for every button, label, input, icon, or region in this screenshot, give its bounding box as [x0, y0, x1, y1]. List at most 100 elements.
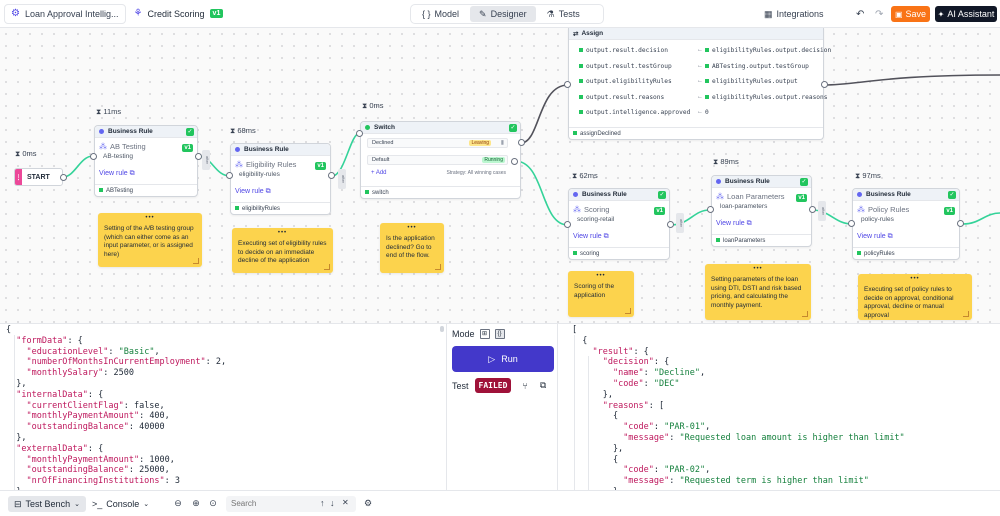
- ab-note[interactable]: Setting of the A/B testing group (which …: [98, 213, 202, 267]
- zoom-out-icon[interactable]: ⊖: [174, 498, 182, 508]
- switch-case-declined[interactable]: Declined Leaving ▮: [367, 138, 508, 148]
- switch-node-header: Switch: [361, 122, 520, 134]
- loan-input-port[interactable]: [707, 206, 714, 213]
- scoring-output-port[interactable]: [667, 221, 674, 228]
- policy-note[interactable]: Executing set of policy rules to decide …: [858, 274, 972, 320]
- table-mode-icon[interactable]: ⊞: [479, 329, 490, 339]
- scrollbar[interactable]: [440, 326, 444, 332]
- start-output-port[interactable]: [60, 174, 67, 181]
- zoom-reset-icon[interactable]: ⊙: [209, 498, 217, 508]
- output-json-code[interactable]: [ { "result": { "decision": { "name": "D…: [572, 325, 905, 490]
- scoring-input-port[interactable]: [564, 221, 571, 228]
- console-button[interactable]: >_ Console ⌄: [86, 496, 155, 512]
- policy-input-port[interactable]: [848, 220, 855, 227]
- close-icon[interactable]: ✕: [342, 498, 349, 507]
- switch-timer: ⧗ 0ms: [362, 101, 384, 111]
- policy-view-rule-link[interactable]: View rule ⧉: [857, 233, 893, 241]
- start-node[interactable]: ⋮ START: [14, 168, 63, 186]
- loan-note[interactable]: Setting parameters of the loan using DTI…: [705, 264, 811, 320]
- assign-node[interactable]: ⇄Assign output.result.decision ← eligibi…: [568, 28, 831, 140]
- fx-connector-icon[interactable]: after: [338, 169, 346, 189]
- loan-output-port[interactable]: [809, 206, 816, 213]
- scoring-node[interactable]: Business Rule ✓ ⁂Scoring scoring-retail …: [568, 188, 670, 260]
- switch-note[interactable]: Is the application declined? Go to end o…: [380, 223, 444, 273]
- elig-output-port[interactable]: [328, 172, 335, 179]
- eligibility-node[interactable]: Business Rule ⁂Eligibility Rules eligibi…: [230, 143, 331, 215]
- assign-input-port[interactable]: [564, 81, 571, 88]
- check-icon[interactable]: ✓: [658, 191, 666, 199]
- trash-icon[interactable]: ▮: [500, 140, 504, 146]
- project-breadcrumb[interactable]: ⚙ Loan Approval Intellig...: [4, 3, 126, 24]
- rule-dot-icon: [99, 129, 104, 134]
- scoring-sub: scoring-retail: [577, 216, 615, 223]
- check-icon[interactable]: ✓: [186, 128, 194, 136]
- loan-view-rule-link[interactable]: View rule ⧉: [716, 220, 752, 228]
- tab-tests[interactable]: ⚗ Tests: [538, 6, 589, 22]
- arrow-up-icon[interactable]: ↑: [320, 498, 325, 508]
- edge-scoring-loan: [669, 209, 711, 226]
- ab-timer: ⧗ 11ms: [96, 107, 121, 117]
- test-bench-button[interactable]: ⊟ Test Bench ⌄: [8, 496, 86, 512]
- settings-icon[interactable]: ⚙: [363, 498, 373, 508]
- arrow-down-icon[interactable]: ↓: [330, 498, 335, 508]
- loan-parameters-node[interactable]: Business Rule ✓ ⁂Loan Parameters loan-pa…: [711, 175, 812, 247]
- json-mode-icon[interactable]: {}: [494, 329, 505, 339]
- fx-connector-icon[interactable]: after: [676, 213, 684, 233]
- open-external-icon[interactable]: ⧉: [539, 380, 547, 390]
- assign-output-port[interactable]: [821, 81, 828, 88]
- elig-input-port[interactable]: [226, 172, 233, 179]
- bottom-toolbar: ⊟ Test Bench ⌄ >_ Console ⌄ ⊖ ⊕ ⊙ ↑ ↓ ✕ …: [0, 490, 1000, 516]
- scoring-view-rule-link[interactable]: View rule ⧉: [573, 233, 609, 241]
- elig-view-rule-link[interactable]: View rule ⧉: [235, 188, 271, 196]
- fx-connector-icon[interactable]: after: [202, 150, 210, 170]
- input-json-editor[interactable]: { "formData": { "educationLevel": "Basic…: [0, 323, 446, 490]
- switch-input-port[interactable]: [356, 130, 363, 137]
- check-icon[interactable]: ✓: [800, 178, 808, 186]
- output-json-line: "code": "PAR-02",: [623, 465, 711, 476]
- search-input[interactable]: [231, 499, 311, 508]
- output-json-viewer[interactable]: [ { "result": { "decision": { "name": "D…: [558, 323, 1000, 490]
- policy-output-port[interactable]: [957, 220, 964, 227]
- policy-rules-node[interactable]: Business Rule ✓ ⁂Policy Rules policy-rul…: [852, 188, 960, 260]
- output-json-line: "name": "Decline",: [612, 368, 706, 379]
- check-icon[interactable]: ✓: [948, 191, 956, 199]
- undo-icon[interactable]: ↶: [856, 8, 865, 20]
- switch-node[interactable]: Switch ✓ Declined Leaving ▮ Default Runn…: [360, 121, 521, 199]
- rule-icon: ⁂: [716, 192, 724, 201]
- zoom-in-icon[interactable]: ⊕: [192, 498, 200, 508]
- flow-icon: ⚘: [133, 8, 143, 19]
- flow-breadcrumb[interactable]: ⚘ Credit Scoring v1: [134, 8, 224, 19]
- ai-assistant-button[interactable]: ✦ AI Assistant: [935, 6, 997, 22]
- ab-testing-node[interactable]: Business Rule ✓ ⁂AB Testing AB-testing v…: [94, 125, 198, 197]
- redo-icon[interactable]: ↷: [875, 8, 884, 20]
- ab-input-port[interactable]: [90, 153, 97, 160]
- input-json-code[interactable]: { "formData": { "educationLevel": "Basic…: [6, 325, 226, 490]
- check-icon[interactable]: ✓: [509, 124, 517, 132]
- policy-title: Policy Rules: [868, 205, 910, 214]
- run-button[interactable]: ▷ Run: [452, 346, 554, 372]
- save-button[interactable]: ▣ Save: [891, 6, 930, 22]
- elig-rule-title: ⁂Eligibility Rules: [235, 160, 296, 169]
- ab-view-rule-link[interactable]: View rule ⧉: [99, 170, 135, 178]
- ab-output-port[interactable]: [195, 153, 202, 160]
- elig-note[interactable]: Executing set of eligibility rules to de…: [232, 228, 333, 273]
- start-handle-icon: ⋮: [15, 169, 22, 185]
- edge-switch-assign: [520, 84, 569, 144]
- tab-model[interactable]: { } Model: [413, 6, 468, 22]
- switch-case-declined-label: Declined: [372, 140, 394, 146]
- switch-add-case-button[interactable]: + Add: [371, 170, 387, 176]
- scoring-note[interactable]: Scoring of the application: [568, 271, 634, 317]
- assign-row-right: 0: [705, 109, 709, 116]
- fx-connector-icon[interactable]: after: [818, 201, 826, 221]
- elig-foot: eligibilityRules: [231, 202, 330, 214]
- scoring-node-header: Business Rule: [569, 189, 669, 201]
- switch-output-default-port[interactable]: [511, 158, 518, 165]
- switch-strategy: Strategy: All winning cases: [446, 170, 506, 176]
- switch-case-default[interactable]: Default Running: [367, 155, 508, 165]
- integrations-button[interactable]: ▦ Integrations: [764, 0, 824, 28]
- output-json-line: {: [572, 335, 588, 346]
- switch-output-declined-port[interactable]: [518, 139, 525, 146]
- flow-canvas[interactable]: ⧗ 0ms ⋮ START ⧗ 11ms Business Rule ✓ ⁂AB…: [0, 28, 1000, 323]
- branch-icon[interactable]: ⑂: [522, 380, 528, 391]
- tab-designer[interactable]: ✎ Designer: [470, 6, 536, 22]
